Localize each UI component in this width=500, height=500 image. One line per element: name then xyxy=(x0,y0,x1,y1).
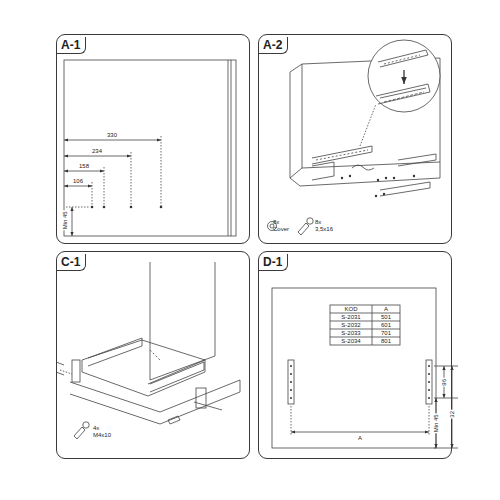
side-panel xyxy=(64,60,236,236)
dimension: 158 xyxy=(78,163,90,170)
table-cell: S-2032 xyxy=(340,322,361,329)
table-cell: 701 xyxy=(380,330,392,337)
step-panel: C-1 xyxy=(56,251,250,459)
table-cell: S-2033 xyxy=(340,330,361,337)
table-cell: 601 xyxy=(380,322,392,329)
step-tag: D-1 xyxy=(259,254,288,271)
drawer-frame xyxy=(56,262,240,439)
step-panel: A-1 xyxy=(56,34,250,244)
part-count: 8x Cover xyxy=(272,219,296,232)
step-tag: A-1 xyxy=(57,37,86,54)
dimension: Min 45 xyxy=(433,413,440,433)
table-cell: A xyxy=(383,306,389,313)
step-panel: D-1 xyxy=(258,251,452,459)
table-cell: KOD xyxy=(343,306,358,313)
step-tag: A-2 xyxy=(259,37,288,54)
part-count: 4x M4x10 xyxy=(92,425,116,438)
back-panel xyxy=(272,288,458,448)
dimension: 234 xyxy=(91,148,103,155)
step-tag: C-1 xyxy=(57,254,86,271)
cabinet-sketch xyxy=(268,40,441,235)
table-cell: S-2034 xyxy=(340,338,361,345)
dimension: Min 45 xyxy=(62,210,69,230)
table-cell: S-2031 xyxy=(340,314,361,321)
dimension: 330 xyxy=(106,132,118,139)
dimension: 106 xyxy=(72,178,84,185)
table-cell: 801 xyxy=(380,338,392,345)
dimension: 32 xyxy=(449,410,456,419)
dimension: A xyxy=(357,435,363,442)
part-count: 8x 3,5x16 xyxy=(314,219,338,232)
step-panel: A-2 xyxy=(258,34,452,244)
table-cell: 501 xyxy=(380,314,392,321)
dimension: 96 xyxy=(441,378,448,387)
